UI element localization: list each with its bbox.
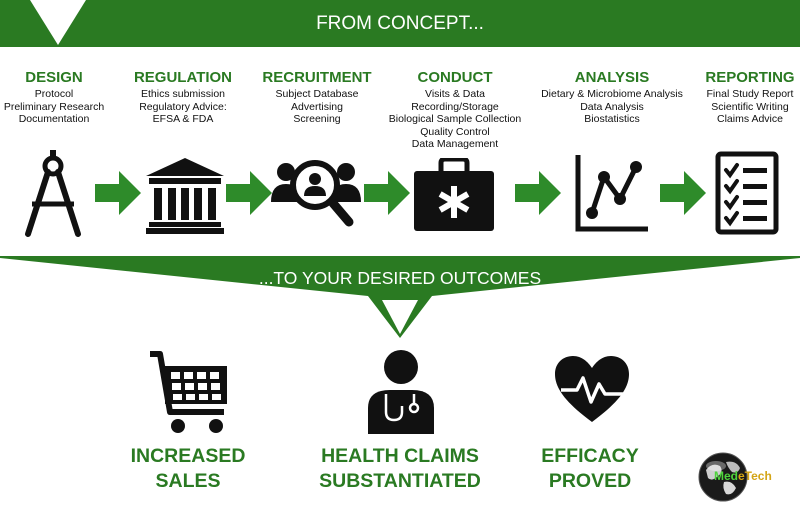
top-banner <box>0 0 800 47</box>
stage-desc-regulation: Ethics submission Regulatory Advice: EFS… <box>108 88 258 126</box>
people-search-icon <box>271 158 361 230</box>
stage-desc-line: Claims Advice <box>717 113 783 125</box>
stage-desc-line: Biostatistics <box>584 113 640 125</box>
stage-desc-line: Subject Database <box>275 88 359 100</box>
outcome-label-health-claims: HEALTH CLAIMS SUBSTANTIATED <box>290 444 510 494</box>
stage-title-design: DESIGN <box>25 69 83 86</box>
outcome-label-efficacy: EFFICACY PROVED <box>500 444 680 494</box>
outcome-label-line: PROVED <box>548 470 632 492</box>
stage-desc-reporting: Final Study Report Scientific Writing Cl… <box>675 88 800 126</box>
logo-text: MedeTech <box>714 469 772 483</box>
outcome-label-line: HEALTH CLAIMS <box>321 445 479 467</box>
arrow-right-icon <box>364 171 410 215</box>
heart-pulse-icon <box>555 356 629 424</box>
banner-title: FROM CONCEPT... <box>316 13 484 34</box>
arrow-right-icon <box>95 171 141 215</box>
stage-desc-line: Data Analysis <box>580 100 644 113</box>
logo-text-part2: eTech <box>738 469 772 483</box>
courthouse-icon <box>146 158 224 234</box>
compass-icon <box>22 150 84 240</box>
banner-notch <box>30 0 86 45</box>
line-chart-icon <box>574 155 648 233</box>
stage-desc-conduct: Visits & Data Recording/Storage Biologic… <box>375 88 535 151</box>
stage-desc-line: Recording/Storage <box>411 100 499 113</box>
arrow-right-icon <box>515 171 561 215</box>
stage-desc-line: Data Management <box>411 138 499 150</box>
stage-desc-line: EFSA & FDA <box>152 113 214 125</box>
company-logo: MedeTech <box>698 452 798 502</box>
stage-desc-line: Preliminary Research <box>3 100 105 113</box>
outcome-label-line: EFFICACY <box>541 445 639 467</box>
outcome-title: ...TO YOUR DESIRED OUTCOMES <box>258 268 542 288</box>
outcome-label-sales: INCREASED SALES <box>88 444 288 494</box>
stage-desc-line: Visits & Data <box>425 88 485 100</box>
outcome-label-line: SUBSTANTIATED <box>319 470 481 492</box>
doctor-icon <box>368 348 434 434</box>
stage-desc-line: Documentation <box>18 113 90 125</box>
stage-desc-line: Scientific Writing <box>711 100 789 113</box>
stage-desc-line: Dietary & Microbiome Analysis <box>541 88 683 100</box>
stage-title-conduct: CONDUCT <box>417 69 493 86</box>
stage-desc-line: Final Study Report <box>706 88 794 100</box>
checklist-icon <box>715 151 779 235</box>
stage-desc-analysis: Dietary & Microbiome Analysis Data Analy… <box>532 88 692 126</box>
outcome-label-line: SALES <box>155 470 221 492</box>
arrow-right-icon <box>226 171 272 215</box>
arrow-right-icon <box>660 171 706 215</box>
stage-desc-line: Quality Control <box>420 125 490 138</box>
stage-title-regulation: REGULATION <box>133 69 233 86</box>
stage-desc-line: Screening <box>293 113 341 125</box>
stage-desc-recruitment: Subject Database Advertising Screening <box>242 88 392 126</box>
logo-text-part1: Med <box>714 469 738 483</box>
stage-desc-line: Advertising <box>291 100 343 113</box>
stage-desc-line: Regulatory Advice: <box>139 100 227 113</box>
stage-desc-design: Protocol Preliminary Research Documentat… <box>0 88 129 126</box>
outcome-label-line: INCREASED <box>130 445 246 467</box>
stage-desc-line: Ethics submission <box>140 88 226 100</box>
medical-kit-icon <box>413 158 495 232</box>
shopping-cart-icon <box>148 350 232 436</box>
stage-title-recruitment: RECRUITMENT <box>262 69 372 86</box>
stage-desc-line: Protocol <box>34 88 74 100</box>
stage-title-analysis: ANALYSIS <box>574 69 650 86</box>
globe-icon <box>698 452 748 502</box>
stage-title-reporting: REPORTING <box>705 69 795 86</box>
stage-desc-line: Biological Sample Collection <box>388 113 522 125</box>
outcome-funnel-band <box>0 256 800 338</box>
